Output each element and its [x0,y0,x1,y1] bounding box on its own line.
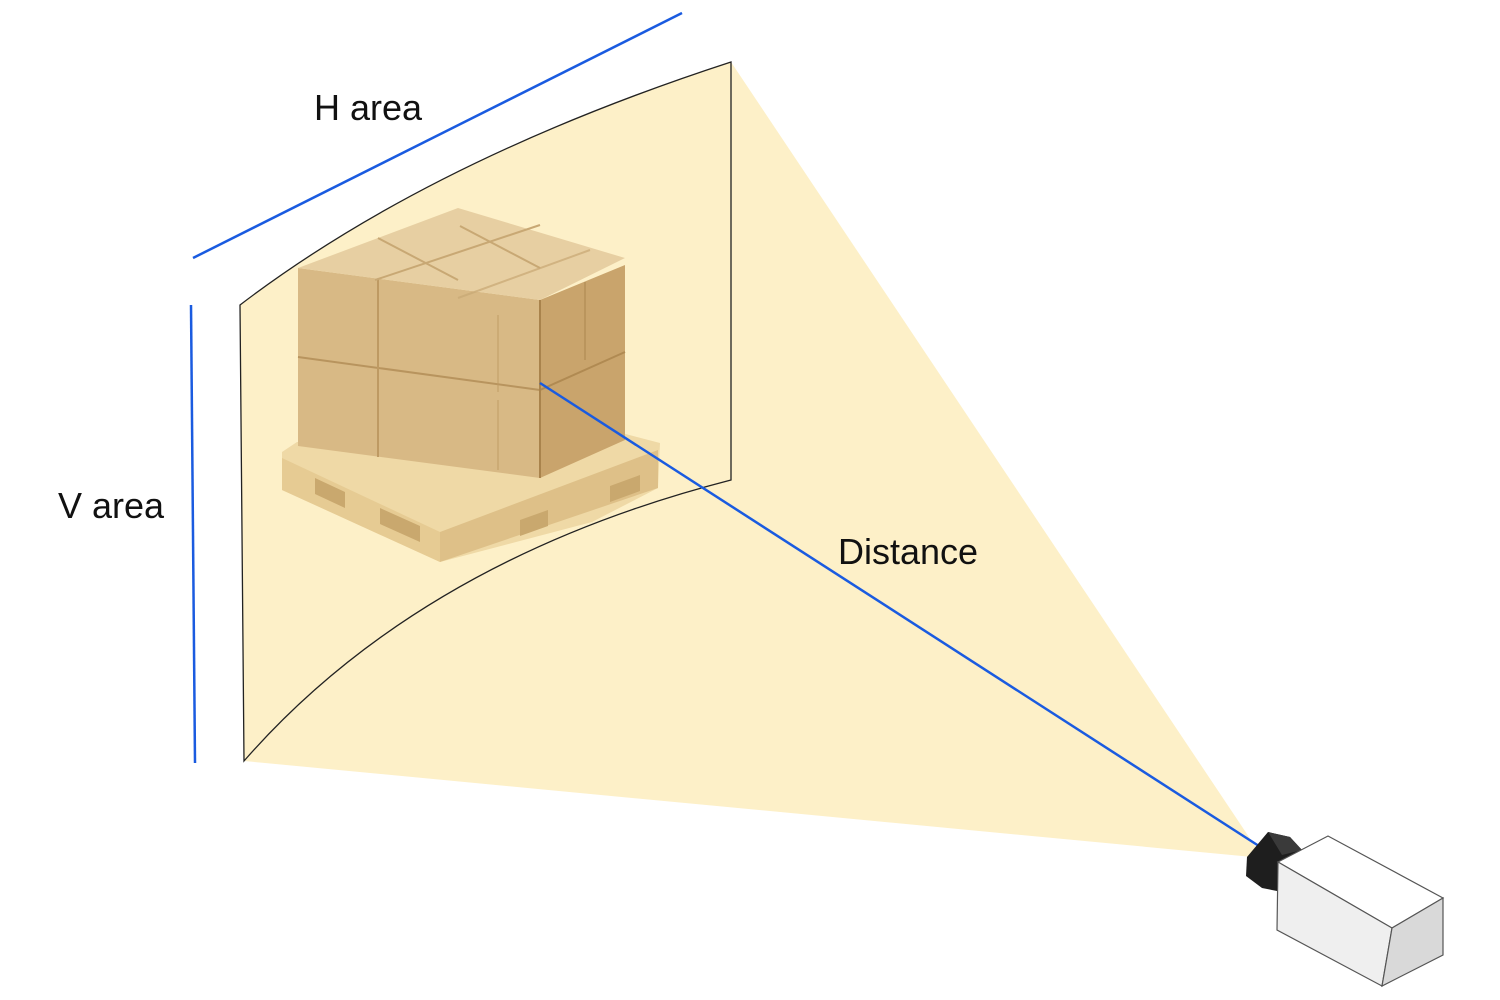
h-area-line [192,11,683,260]
h-area-label: H area [314,87,423,128]
camera-icon [1246,832,1445,988]
v-area-label: V area [58,485,165,526]
distance-label: Distance [838,531,978,572]
distance-line [539,381,1263,850]
fov-cone [244,62,1263,858]
v-area-line [189,304,197,764]
